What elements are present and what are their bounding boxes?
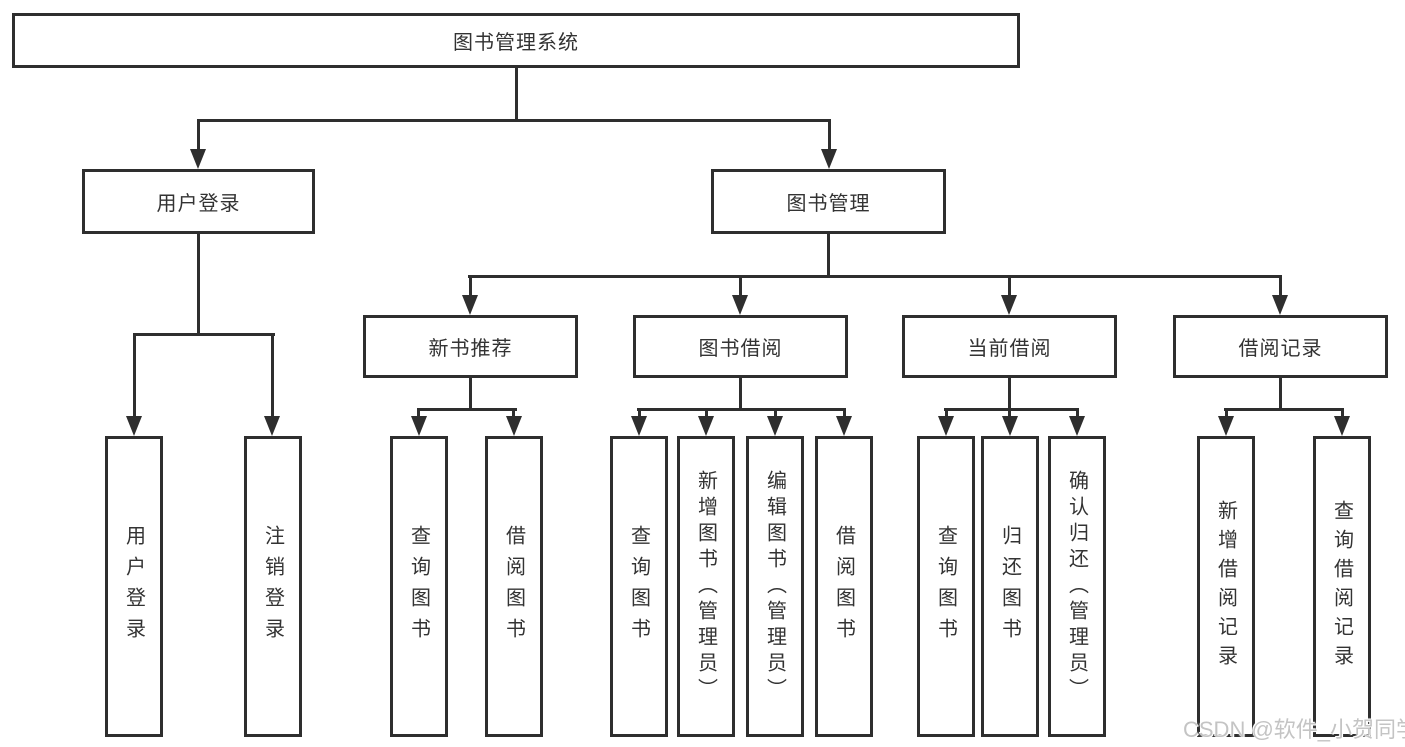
leaf-query-books-3: 查询图书 (917, 436, 975, 737)
connector-line (133, 333, 136, 419)
leaf-query-books-1-label: 查询图书 (407, 524, 430, 649)
connector-line (705, 408, 708, 422)
leaf-confirm-return-admin: 确认归还（管理员） (1048, 436, 1106, 737)
leaf-logout: 注销登录 (244, 436, 302, 737)
leaf-add-books-admin-label: 新增图书（管理员） (694, 469, 717, 704)
leaf-borrow-books-2-label: 借阅图书 (832, 524, 855, 649)
leaf-add-borrow-record: 新增借阅记录 (1197, 436, 1255, 737)
leaf-user-login: 用户登录 (105, 436, 163, 737)
leaf-edit-books-admin: 编辑图书（管理员） (746, 436, 804, 737)
node-book-borrow-label: 图书借阅 (698, 338, 783, 360)
leaf-return-books-label: 归还图书 (998, 524, 1021, 649)
leaf-return-books: 归还图书 (981, 436, 1039, 737)
connector-line (512, 408, 515, 422)
arrowhead-icon (462, 295, 478, 315)
connector-line (469, 275, 472, 299)
leaf-query-borrow-record-label: 查询借阅记录 (1330, 499, 1353, 674)
leaf-add-books-admin: 新增图书（管理员） (677, 436, 735, 737)
connector-line (1279, 275, 1282, 299)
arrowhead-icon (1272, 295, 1288, 315)
arrowhead-icon (506, 416, 522, 436)
connector-line (944, 408, 1079, 411)
arrowhead-icon (1069, 416, 1085, 436)
node-borrow-records-label: 借阅记录 (1238, 338, 1323, 360)
node-book-borrow: 图书借阅 (633, 315, 848, 378)
node-user-login-label: 用户登录 (156, 193, 241, 215)
connector-line (515, 68, 518, 122)
leaf-query-borrow-record: 查询借阅记录 (1313, 436, 1371, 737)
connector-line (1224, 408, 1344, 411)
leaf-add-borrow-record-label: 新增借阅记录 (1214, 499, 1237, 674)
node-root: 图书管理系统 (12, 13, 1020, 68)
node-book-management-label: 图书管理 (786, 193, 871, 215)
node-borrow-records: 借阅记录 (1173, 315, 1388, 378)
connector-line (739, 275, 742, 299)
arrowhead-icon (264, 416, 280, 436)
connector-line (945, 408, 948, 422)
arrowhead-icon (698, 416, 714, 436)
arrowhead-icon (1334, 416, 1350, 436)
arrowhead-icon (1218, 416, 1234, 436)
node-new-book-recommend-label: 新书推荐 (428, 338, 513, 360)
leaf-query-books-2-label: 查询图书 (627, 524, 650, 649)
connector-line (638, 408, 641, 422)
arrowhead-icon (631, 416, 647, 436)
connector-line (468, 275, 1282, 278)
arrowhead-icon (821, 149, 837, 169)
connector-line (739, 378, 742, 411)
connector-line (637, 408, 846, 411)
arrowhead-icon (836, 416, 852, 436)
connector-line (417, 408, 420, 422)
connector-line (1076, 408, 1079, 422)
connector-line (417, 408, 517, 411)
leaf-confirm-return-admin-label: 确认归还（管理员） (1065, 469, 1088, 704)
connector-line (1341, 408, 1344, 422)
node-new-book-recommend: 新书推荐 (363, 315, 578, 378)
connector-line (828, 119, 831, 152)
leaf-query-books-2: 查询图书 (610, 436, 668, 737)
leaf-borrow-books-2: 借阅图书 (815, 436, 873, 737)
node-current-borrow: 当前借阅 (902, 315, 1117, 378)
node-current-borrow-label: 当前借阅 (967, 338, 1052, 360)
arrowhead-icon (190, 149, 206, 169)
connector-line (197, 119, 200, 152)
connector-line (1008, 408, 1011, 422)
arrowhead-icon (1002, 416, 1018, 436)
connector-line (827, 234, 830, 278)
leaf-borrow-books-1-label: 借阅图书 (502, 524, 525, 649)
node-book-management: 图书管理 (711, 169, 946, 234)
connector-line (133, 333, 275, 336)
connector-line (1225, 408, 1228, 422)
leaf-query-books-3-label: 查询图书 (934, 524, 957, 649)
csdn-watermark: CSDN @软件_小贺同学 (1183, 717, 1405, 742)
arrowhead-icon (411, 416, 427, 436)
arrowhead-icon (126, 416, 142, 436)
arrowhead-icon (732, 295, 748, 315)
connector-line (271, 333, 274, 419)
connector-line (1279, 378, 1282, 411)
node-root-label: 图书管理系统 (453, 32, 579, 54)
leaf-borrow-books-1: 借阅图书 (485, 436, 543, 737)
arrowhead-icon (767, 416, 783, 436)
node-user-login: 用户登录 (82, 169, 315, 234)
leaf-query-books-1: 查询图书 (390, 436, 448, 737)
arrowhead-icon (1001, 295, 1017, 315)
connector-line (197, 234, 200, 336)
leaf-edit-books-admin-label: 编辑图书（管理员） (763, 469, 786, 704)
connector-line (843, 408, 846, 422)
connector-line (774, 408, 777, 422)
leaf-user-login-label: 用户登录 (122, 524, 145, 649)
connector-line (1008, 275, 1011, 299)
arrowhead-icon (938, 416, 954, 436)
leaf-logout-label: 注销登录 (261, 524, 284, 649)
connector-line (1008, 378, 1011, 411)
connector-line (469, 378, 472, 411)
connector-line (197, 119, 831, 122)
